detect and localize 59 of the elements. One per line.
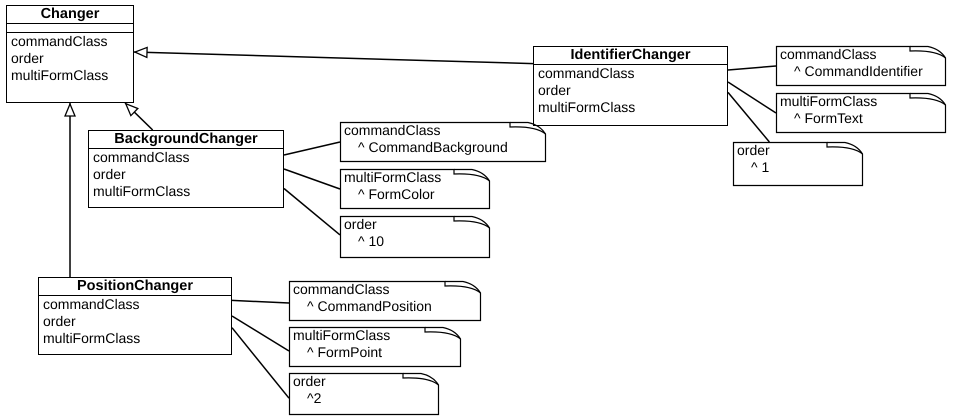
note-value: ^ FormText: [794, 110, 863, 127]
note-label: order: [344, 216, 377, 233]
note-shape: [340, 169, 490, 209]
class-name: IdentifierChanger: [570, 47, 691, 64]
note-link-line: [284, 188, 340, 236]
note-label: multiFormClass: [344, 169, 442, 186]
class-name: Changer: [40, 6, 100, 23]
note-shape: [733, 142, 863, 186]
note-shape: [289, 281, 481, 321]
note-link-line: [284, 168, 340, 190]
generalization-arrow: [134, 46, 534, 64]
class-box: [88, 130, 284, 208]
note-value: ^ 1: [751, 159, 770, 176]
note-value: ^ 10: [358, 233, 384, 250]
note-value: ^ CommandBackground: [358, 139, 508, 156]
note-shape: [776, 46, 946, 86]
note-value: ^ CommandPosition: [307, 298, 432, 315]
note-value: ^ CommandIdentifier: [794, 63, 923, 80]
note-value: ^2: [307, 390, 322, 407]
note-shape: [289, 327, 461, 367]
class-box: [533, 46, 728, 126]
note-link-line: [232, 300, 290, 304]
note-value: ^ FormPoint: [307, 344, 382, 361]
note-label: commandClass: [780, 46, 876, 63]
class-name: BackgroundChanger: [114, 131, 258, 148]
note-shape: [340, 216, 490, 258]
attribute-name: commandClass: [93, 149, 190, 166]
attribute-name: multiFormClass: [43, 330, 140, 347]
note-link-line: [284, 141, 340, 156]
class-box: [38, 277, 232, 355]
note-link-line: [231, 327, 290, 399]
class-name: PositionChanger: [76, 278, 193, 295]
attribute-name: commandClass: [43, 296, 140, 313]
generalization-arrow: [64, 103, 76, 277]
note-label: commandClass: [293, 281, 390, 298]
note-link-line: [727, 92, 770, 142]
generalization-arrow: [124, 102, 154, 131]
note-shape: [340, 122, 546, 162]
note-shape: [776, 93, 946, 133]
attribute-name: commandClass: [538, 65, 634, 82]
attribute-name: order: [538, 82, 571, 99]
note-label: commandClass: [344, 122, 440, 139]
note-link-line: [232, 315, 290, 352]
attribute-name: multiFormClass: [11, 67, 108, 84]
note-label: order: [737, 142, 770, 159]
class-box: [6, 5, 134, 103]
attribute-name: multiFormClass: [538, 99, 636, 116]
note-value: ^ FormColor: [358, 186, 435, 203]
note-shape: [289, 373, 439, 415]
attribute-name: order: [93, 166, 126, 183]
note-link-line: [728, 65, 776, 71]
note-label: multiFormClass: [780, 93, 878, 110]
note-link-line: [728, 81, 776, 114]
attribute-name: commandClass: [11, 33, 108, 50]
note-label: order: [293, 373, 326, 390]
attribute-name: order: [11, 50, 44, 67]
attribute-name: multiFormClass: [93, 183, 190, 200]
attribute-name: order: [43, 313, 76, 330]
note-label: multiFormClass: [293, 327, 390, 344]
